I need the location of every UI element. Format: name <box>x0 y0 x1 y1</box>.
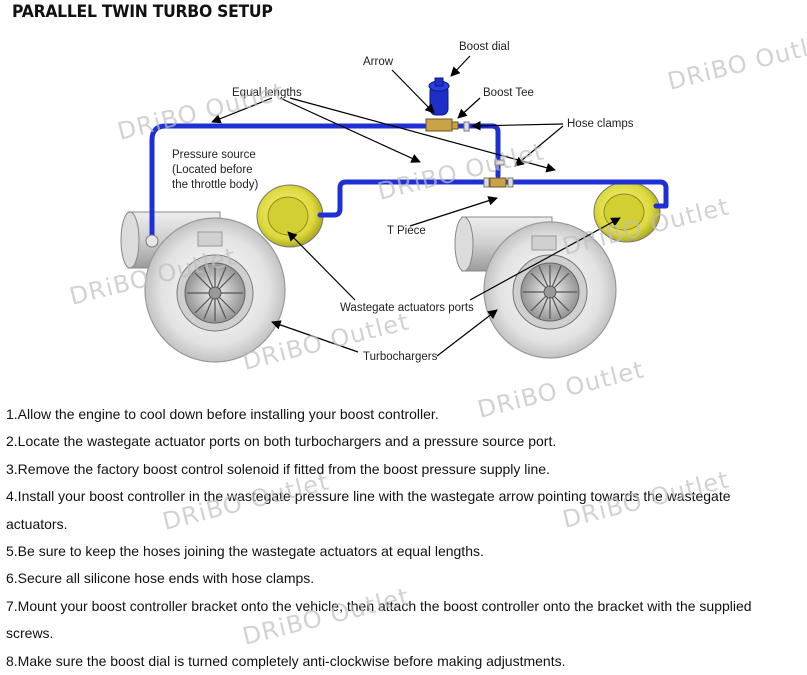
pressure-source-port <box>145 234 159 248</box>
label-pressure-source-location: (Located before <box>172 164 253 176</box>
left-wastegate-actuator <box>256 184 324 248</box>
step-4-continued: actuators. <box>6 515 68 532</box>
instruction-steps: 1.Allow the engine to cool down before i… <box>6 401 806 675</box>
step-8: 8.Make sure the boost dial is turned com… <box>6 652 566 669</box>
label-t-piece: T Piece <box>387 225 426 237</box>
hose-clamps <box>463 121 514 188</box>
step-3: 3.Remove the factory boost control solen… <box>6 460 550 477</box>
step-7: 7.Mount your boost controller bracket on… <box>6 597 752 614</box>
label-turbochargers: Turbochargers <box>363 351 438 363</box>
page-title: PARALLEL TWIN TURBO SETUP <box>12 2 273 22</box>
label-wastegate-ports: Wastegate actuators ports <box>340 302 474 314</box>
hose-lines <box>149 123 669 241</box>
label-pressure-source: Pressure source <box>172 149 256 161</box>
step-1: 1.Allow the engine to cool down before i… <box>6 406 439 422</box>
boost-controller <box>425 77 459 132</box>
step-2: 2.Locate the wastegate actuator ports on… <box>6 433 557 450</box>
step-4: 4.Install your boost controller in the w… <box>6 488 731 505</box>
right-wastegate-actuator <box>593 181 661 243</box>
step-5: 5.Be sure to keep the hoses joining the … <box>6 543 484 560</box>
leader-arrows <box>211 55 621 357</box>
right-turbocharger <box>454 216 617 359</box>
label-equal-lengths: Equal lengths <box>232 87 302 99</box>
t-piece <box>489 177 507 188</box>
step-6: 6.Secure all silicone hose ends with hos… <box>6 570 315 587</box>
label-pressure-source-throttle: the throttle body) <box>172 179 258 191</box>
label-boost-tee: Boost Tee <box>483 87 534 99</box>
left-turbocharger <box>120 211 286 363</box>
label-boost-dial: Boost dial <box>459 41 510 53</box>
step-7-continued: screws. <box>6 625 54 642</box>
label-arrow: Arrow <box>363 56 394 68</box>
twin-turbo-diagram: Boost dial Arrow Boost Tee Equal lengths… <box>120 41 669 363</box>
label-hose-clamps: Hose clamps <box>567 118 634 130</box>
